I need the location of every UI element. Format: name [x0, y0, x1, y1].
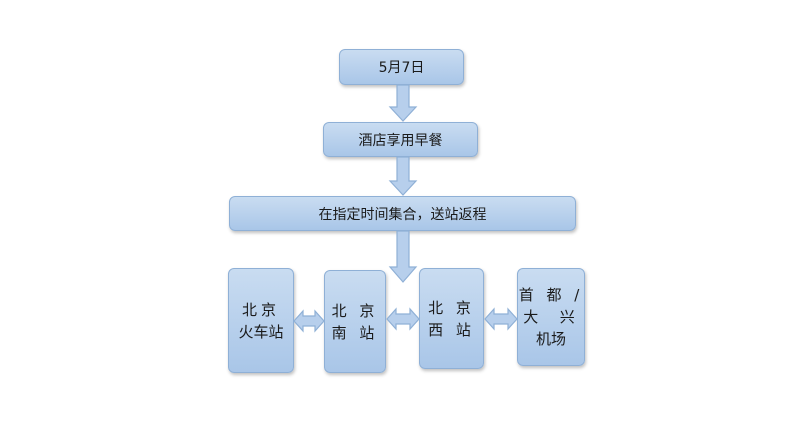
station-beijing-west: 北 京 西 站: [419, 268, 484, 369]
down-arrow-icon: [388, 230, 418, 283]
station-label: 南 站: [331, 323, 379, 342]
station-beijing-south: 北 京 南 站: [324, 270, 386, 373]
step-breakfast: 酒店享用早餐: [323, 122, 478, 157]
double-arrow-icon: [484, 307, 518, 331]
station-label: 西 站: [428, 320, 475, 339]
double-arrow-icon: [293, 309, 325, 333]
step-date: 5月7日: [339, 49, 464, 85]
down-arrow-icon: [388, 156, 418, 196]
station-label: 大 兴: [523, 308, 579, 326]
double-arrow-icon: [386, 307, 420, 331]
step-gather: 在指定时间集合，送站返程: [229, 196, 576, 231]
station-label: 北京: [241, 300, 280, 319]
station-airports: 首 都 / 大 兴 机场: [517, 268, 585, 366]
step-date-label: 5月7日: [378, 60, 425, 76]
station-beijing: 北京 火车站: [228, 268, 294, 373]
step-breakfast-label: 酒店享用早餐: [358, 132, 443, 149]
station-label: 北 京: [428, 298, 475, 317]
station-label: 首 都 /: [518, 286, 584, 304]
down-arrow-icon: [388, 84, 418, 122]
station-label: 火车站: [238, 322, 284, 341]
step-gather-label: 在指定时间集合，送站返程: [318, 206, 487, 223]
station-label: 机场: [535, 330, 566, 348]
station-label: 北 京: [331, 301, 379, 320]
